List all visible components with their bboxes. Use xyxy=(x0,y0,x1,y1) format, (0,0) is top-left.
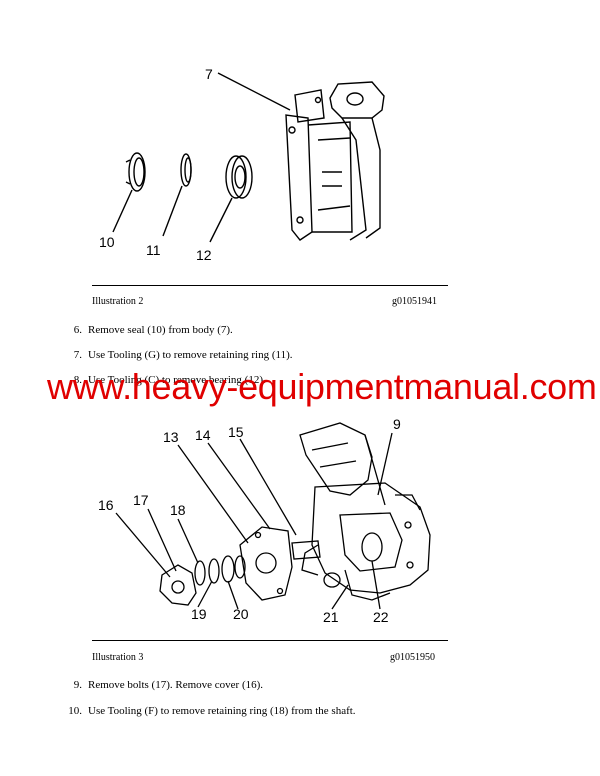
step-8: 8.Use Tooling (C) to remove bearing (12)… xyxy=(73,374,266,386)
caption-rule-3 xyxy=(92,640,448,641)
illustration-2-code: g01051941 xyxy=(392,296,437,307)
label-21: 21 xyxy=(323,609,339,625)
label-11: 11 xyxy=(146,242,161,258)
watermark-link[interactable]: www.heavy-equipmentmanual.com xyxy=(47,366,597,407)
label-9: 9 xyxy=(393,416,401,432)
step-10: 10.Use Tooling (F) to remove retaining r… xyxy=(68,705,356,717)
illustration-2-caption: Illustration 2 xyxy=(92,296,144,307)
label-13: 13 xyxy=(163,429,179,445)
label-10: 10 xyxy=(99,234,115,250)
label-16: 16 xyxy=(98,497,114,513)
label-7: 7 xyxy=(205,66,213,82)
label-20: 20 xyxy=(233,606,249,622)
illustration-3-code: g01051950 xyxy=(390,652,435,663)
step-7: 7.Use Tooling (G) to remove retaining ri… xyxy=(73,349,293,361)
label-18: 18 xyxy=(170,502,186,518)
illustration-3-caption: Illustration 3 xyxy=(92,652,144,663)
label-17: 17 xyxy=(133,492,149,508)
label-15: 15 xyxy=(228,424,244,440)
label-22: 22 xyxy=(373,609,389,625)
label-12: 12 xyxy=(196,247,212,263)
step-6: 6.Remove seal (10) from body (7). xyxy=(73,324,233,336)
illustration-3-drawing: 9 13 14 15 16 17 18 19 20 21 22 xyxy=(98,416,431,625)
illustration-2-drawing: 7 10 11 12 xyxy=(99,66,385,263)
illustration-2: 7 10 11 12 xyxy=(0,0,600,285)
label-14: 14 xyxy=(195,427,211,443)
caption-rule-2 xyxy=(92,285,448,286)
label-19: 19 xyxy=(191,606,207,622)
step-9: 9.Remove bolts (17). Remove cover (16). xyxy=(73,679,264,691)
illustration-3: 9 13 14 15 16 17 18 19 20 21 22 xyxy=(0,395,600,640)
